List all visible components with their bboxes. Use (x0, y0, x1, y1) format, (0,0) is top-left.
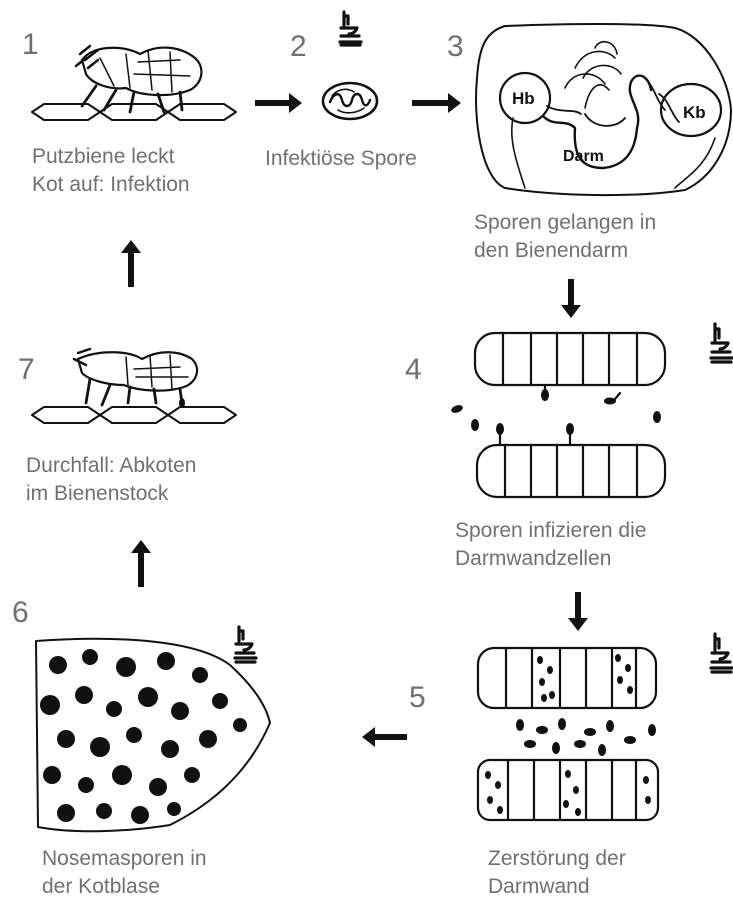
microscope-icon (337, 10, 363, 48)
arrow-right-icon (412, 92, 462, 114)
step-6-rectal-sac (30, 635, 275, 835)
arrow-up-icon (130, 540, 152, 588)
step-1-caption: Putzbiene leckt Kot auf: Infektion (32, 143, 190, 199)
microscope-icon (708, 632, 733, 676)
step-5-destroyed-gut-wall (470, 640, 670, 830)
step-4-number: 4 (405, 355, 422, 385)
step-1-caption-line1: Putzbiene leckt (32, 143, 190, 171)
step-5-caption-line1: Zerstörung der (488, 845, 626, 873)
arrow-up-icon (120, 240, 142, 288)
kb-label: Kb (683, 103, 706, 122)
step-6-caption-line2: der Kotblase (42, 873, 207, 901)
step-1-bee-on-comb (30, 40, 240, 130)
step-3-caption: Sporen gelangen in den Bienendarm (474, 209, 656, 265)
spores-in-cells (485, 654, 651, 816)
step-5-caption-line2: Darmwand (488, 873, 626, 901)
arrow-left-icon (362, 726, 408, 748)
step-6-caption: Nosemasporen in der Kotblase (42, 845, 207, 901)
step-7-caption-line2: im Bienenstock (26, 480, 196, 508)
darm-label: Darm (563, 148, 604, 165)
step-2-caption-line1: Infektiöse Spore (265, 145, 417, 173)
step-2-caption: Infektiöse Spore (265, 145, 417, 173)
hb-label: Hb (512, 89, 535, 108)
step-4-caption-line1: Sporen infizieren die (455, 517, 646, 545)
step-4-caption-line2: Darmwandzellen (455, 545, 646, 573)
nosema-spores (40, 649, 247, 824)
step-2-spore (320, 80, 380, 122)
step-4-caption: Sporen infizieren die Darmwandzellen (455, 517, 646, 573)
lower-cell-row (477, 445, 665, 497)
step-1-caption-line2: Kot auf: Infektion (32, 171, 190, 199)
step-4-gut-wall (445, 325, 675, 505)
step-3-caption-line2: den Bienendarm (474, 237, 656, 265)
arrow-right-icon (255, 92, 303, 114)
upper-cell-row (475, 333, 665, 385)
arrow-down-icon (560, 279, 582, 319)
step-5-number: 5 (409, 683, 426, 713)
spores-free (516, 718, 656, 756)
spores (450, 385, 661, 445)
step-6-caption-line1: Nosemasporen in (42, 845, 207, 873)
microscope-icon (708, 322, 733, 366)
step-3-number: 3 (447, 32, 464, 62)
step-7-bee-on-comb (30, 345, 245, 425)
step-7-caption: Durchfall: Abkoten im Bienenstock (26, 452, 196, 508)
step-7-caption-line1: Durchfall: Abkoten (26, 452, 196, 480)
arrow-down-icon (567, 592, 589, 632)
step-2-number: 2 (290, 32, 307, 62)
step-6-number: 6 (12, 598, 29, 628)
step-3-bee-gut: Hb Kb Darm (465, 18, 733, 200)
step-3-caption-line1: Sporen gelangen in (474, 209, 656, 237)
step-5-caption: Zerstörung der Darmwand (488, 845, 626, 901)
